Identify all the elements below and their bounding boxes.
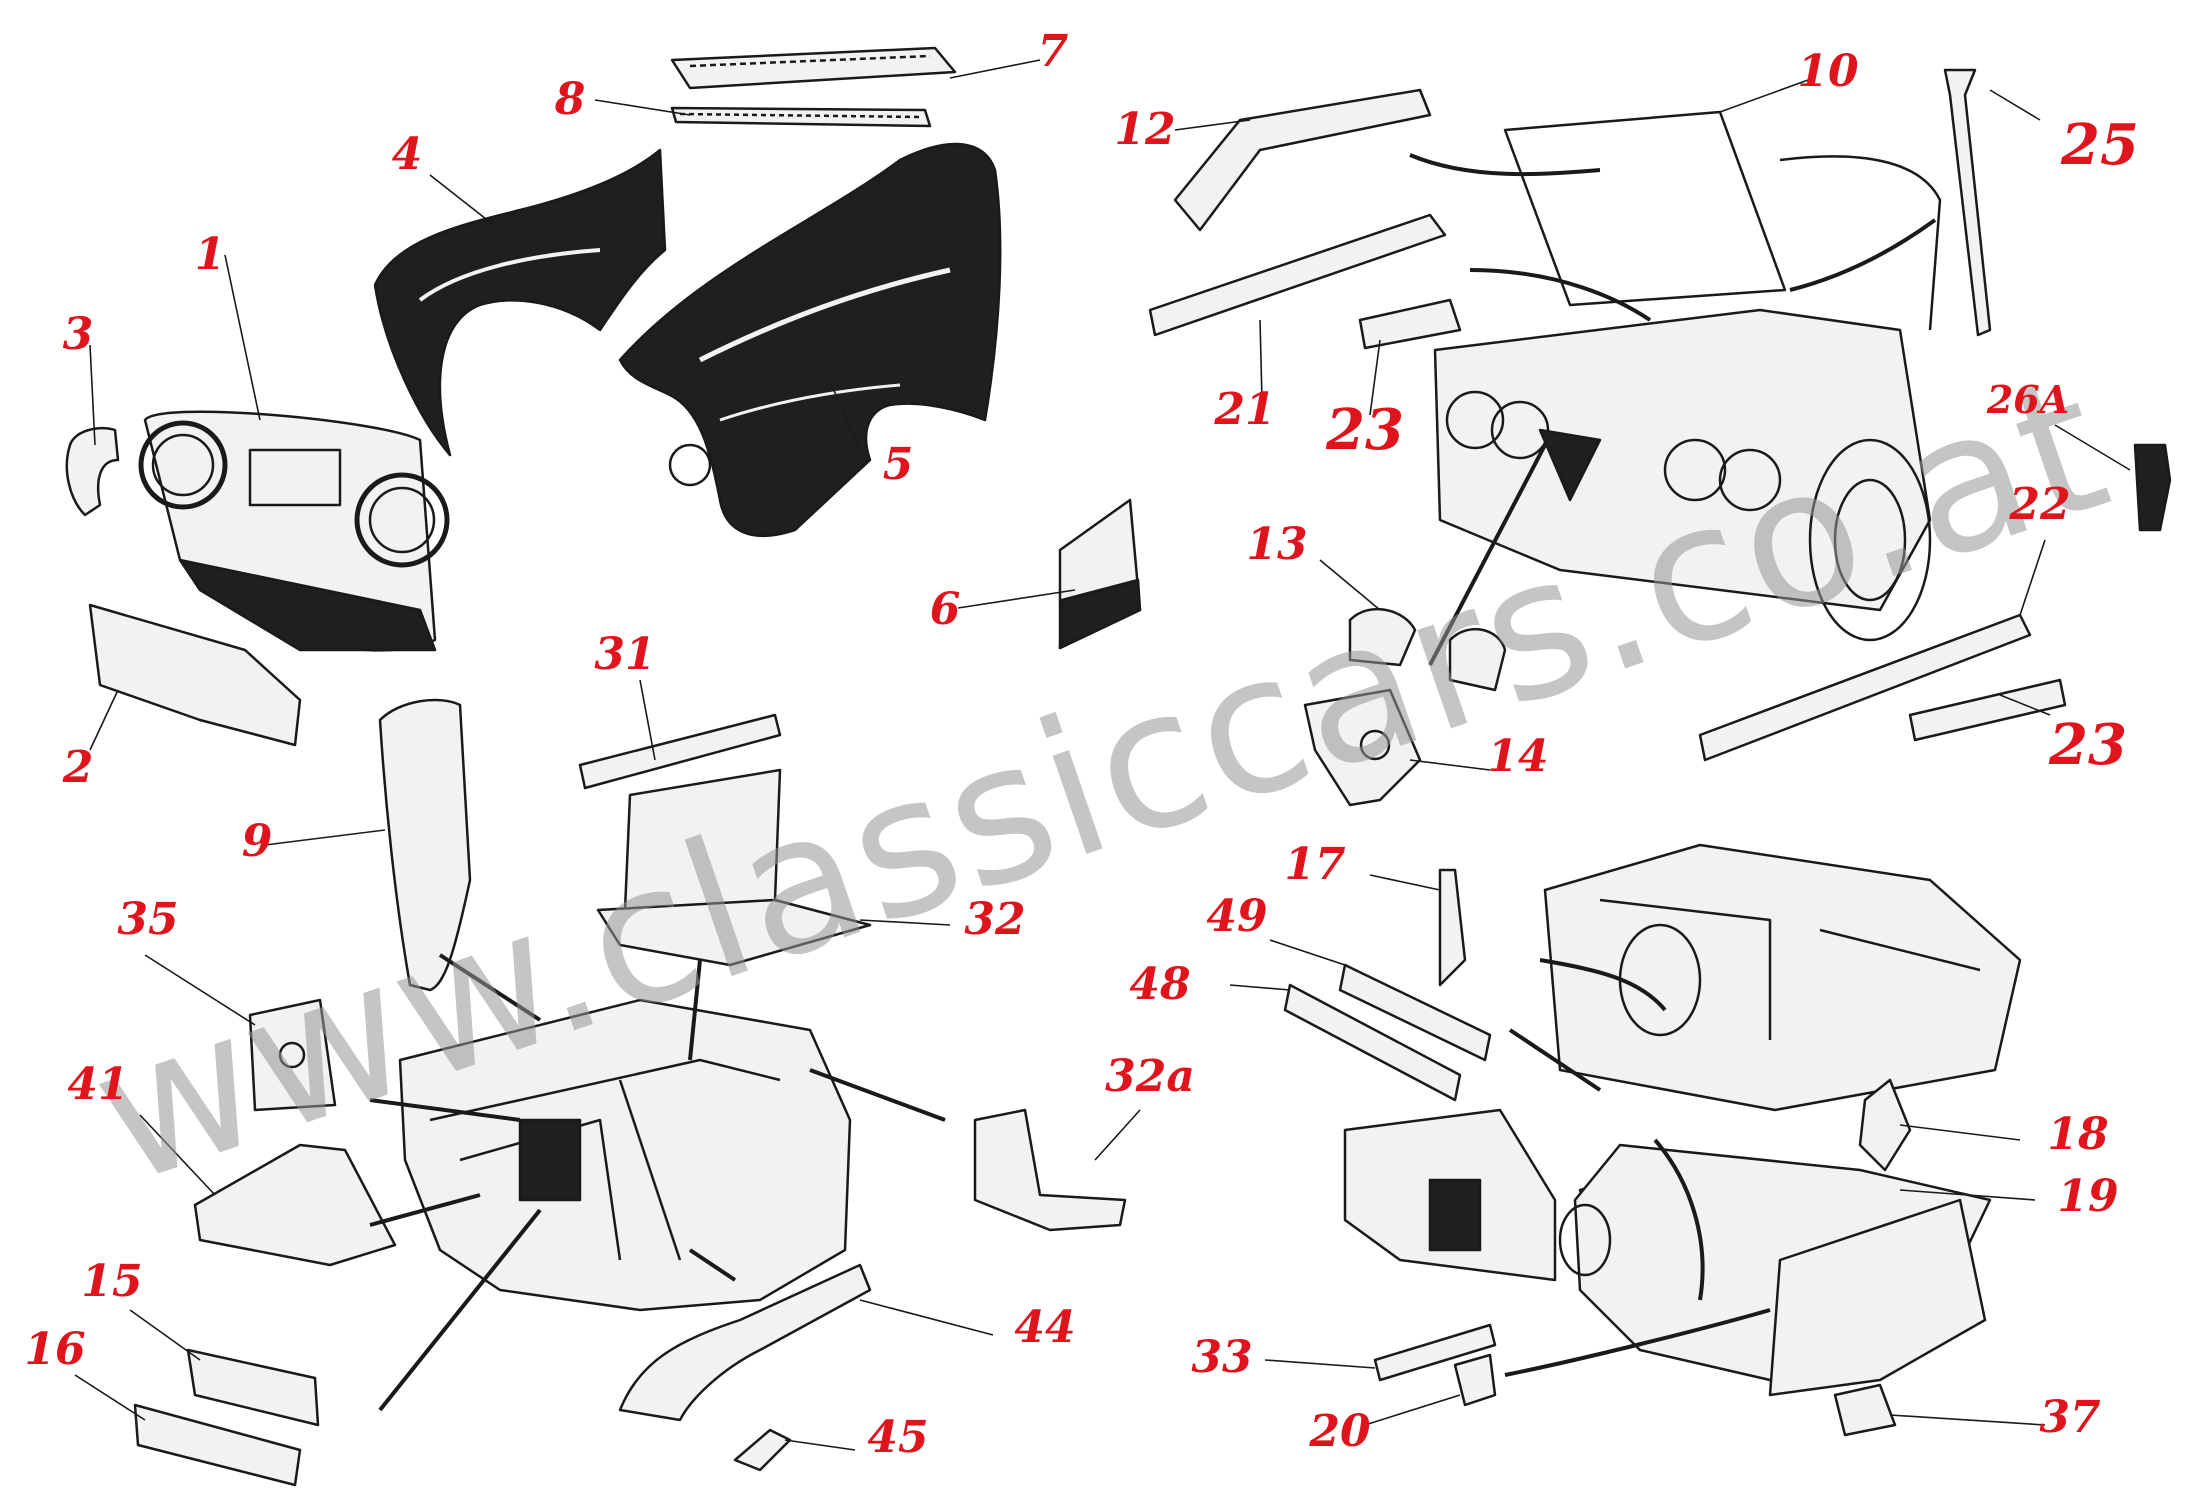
callout-23-bottom: 23 [2049, 712, 2127, 778]
part-corner-bracket [1833, 1383, 1897, 1437]
part-engine-mount [1303, 688, 1422, 807]
callout-21: 21 [1214, 384, 1276, 435]
part-inner-sill [1338, 963, 1492, 1062]
part-closing-panel [133, 1403, 302, 1487]
part-headlamp-bracket [65, 426, 120, 517]
callout-14: 14 [1487, 731, 1549, 782]
part-door-pillar [1438, 868, 1467, 987]
callout-12: 12 [1114, 104, 1176, 155]
part-front-wing-right [618, 142, 1002, 538]
callout-16: 16 [24, 1324, 86, 1375]
callout-37: 37 [2039, 1392, 2101, 1443]
part-front-structure-left [398, 998, 852, 1312]
callout-7: 7 [1037, 26, 1069, 77]
callout-5: 5 [882, 439, 914, 490]
leader-lines [74, 59, 2131, 1451]
callout-13: 13 [1246, 519, 1308, 570]
part-front-wing-left [373, 148, 667, 457]
callout-4: 4 [391, 129, 423, 180]
assembly-arrows [369, 153, 1937, 1412]
callout-25: 25 [2061, 112, 2139, 178]
part-rail-plate-bottom [1908, 678, 2067, 742]
part-floor-structure [1343, 1108, 1992, 1397]
part-car-assembly [1433, 110, 1942, 642]
callout-49: 49 [1206, 891, 1268, 942]
callout-15: 15 [81, 1256, 143, 1307]
callout-44: 44 [1014, 1302, 1076, 1353]
callout-19: 19 [2057, 1171, 2119, 1222]
part-bonnet-hinge [1173, 88, 1432, 232]
part-lower-valance [88, 603, 302, 747]
part-rail-plate-top [1358, 298, 1462, 350]
callout-41: 41 [67, 1059, 129, 1110]
part-inner-shelf [193, 1143, 397, 1267]
callout-9: 9 [241, 816, 273, 867]
part-battery-tray [596, 768, 872, 967]
part-chassis-rail-left [1148, 213, 1447, 337]
callout-33: 33 [1191, 1332, 1253, 1383]
part-pillar-panel [378, 698, 472, 992]
part-cross-beam [618, 1263, 872, 1422]
part-heel-plate [1373, 1323, 1497, 1382]
callout-3: 3 [62, 309, 94, 360]
part-tray-bracket [973, 1108, 1127, 1232]
part-front-panel [138, 410, 450, 652]
part-rear-structure-right [1543, 843, 2022, 1112]
callout-18: 18 [2047, 1109, 2109, 1160]
part-chassis-rail-right [1698, 613, 2032, 762]
part-chassis-bracket [1858, 1078, 1912, 1172]
callout-48: 48 [1129, 959, 1191, 1010]
part-clip [733, 1428, 792, 1472]
part-scuttle-panel [186, 1348, 320, 1427]
part-cowl-panel [670, 46, 957, 128]
callout-10: 10 [1797, 46, 1859, 97]
callout-6: 6 [929, 584, 961, 635]
part-small-bracket [1453, 1353, 1497, 1407]
callout-31: 31 [594, 629, 656, 680]
callout-45: 45 [867, 1412, 929, 1463]
callout-2: 2 [62, 742, 94, 793]
part-box-bracket [248, 998, 337, 1112]
callout-23-top: 23 [1326, 397, 1404, 463]
callout-26a: 26A [1986, 377, 2070, 422]
callout-35: 35 [117, 894, 179, 945]
part-strip [578, 713, 782, 790]
callout-32a: 32a [1105, 1051, 1195, 1102]
callout-1: 1 [194, 229, 226, 280]
callout-20: 20 [1309, 1406, 1371, 1457]
callout-8: 8 [554, 74, 586, 125]
callout-22: 22 [2009, 479, 2071, 530]
callout-32: 32 [964, 894, 1026, 945]
part-outer-sill [1283, 983, 1462, 1102]
part-small-clip [2133, 443, 2172, 532]
part-mount-strap [1348, 607, 1417, 667]
part-bonnet-stay [1943, 68, 1992, 337]
callout-17: 17 [1284, 839, 1346, 890]
